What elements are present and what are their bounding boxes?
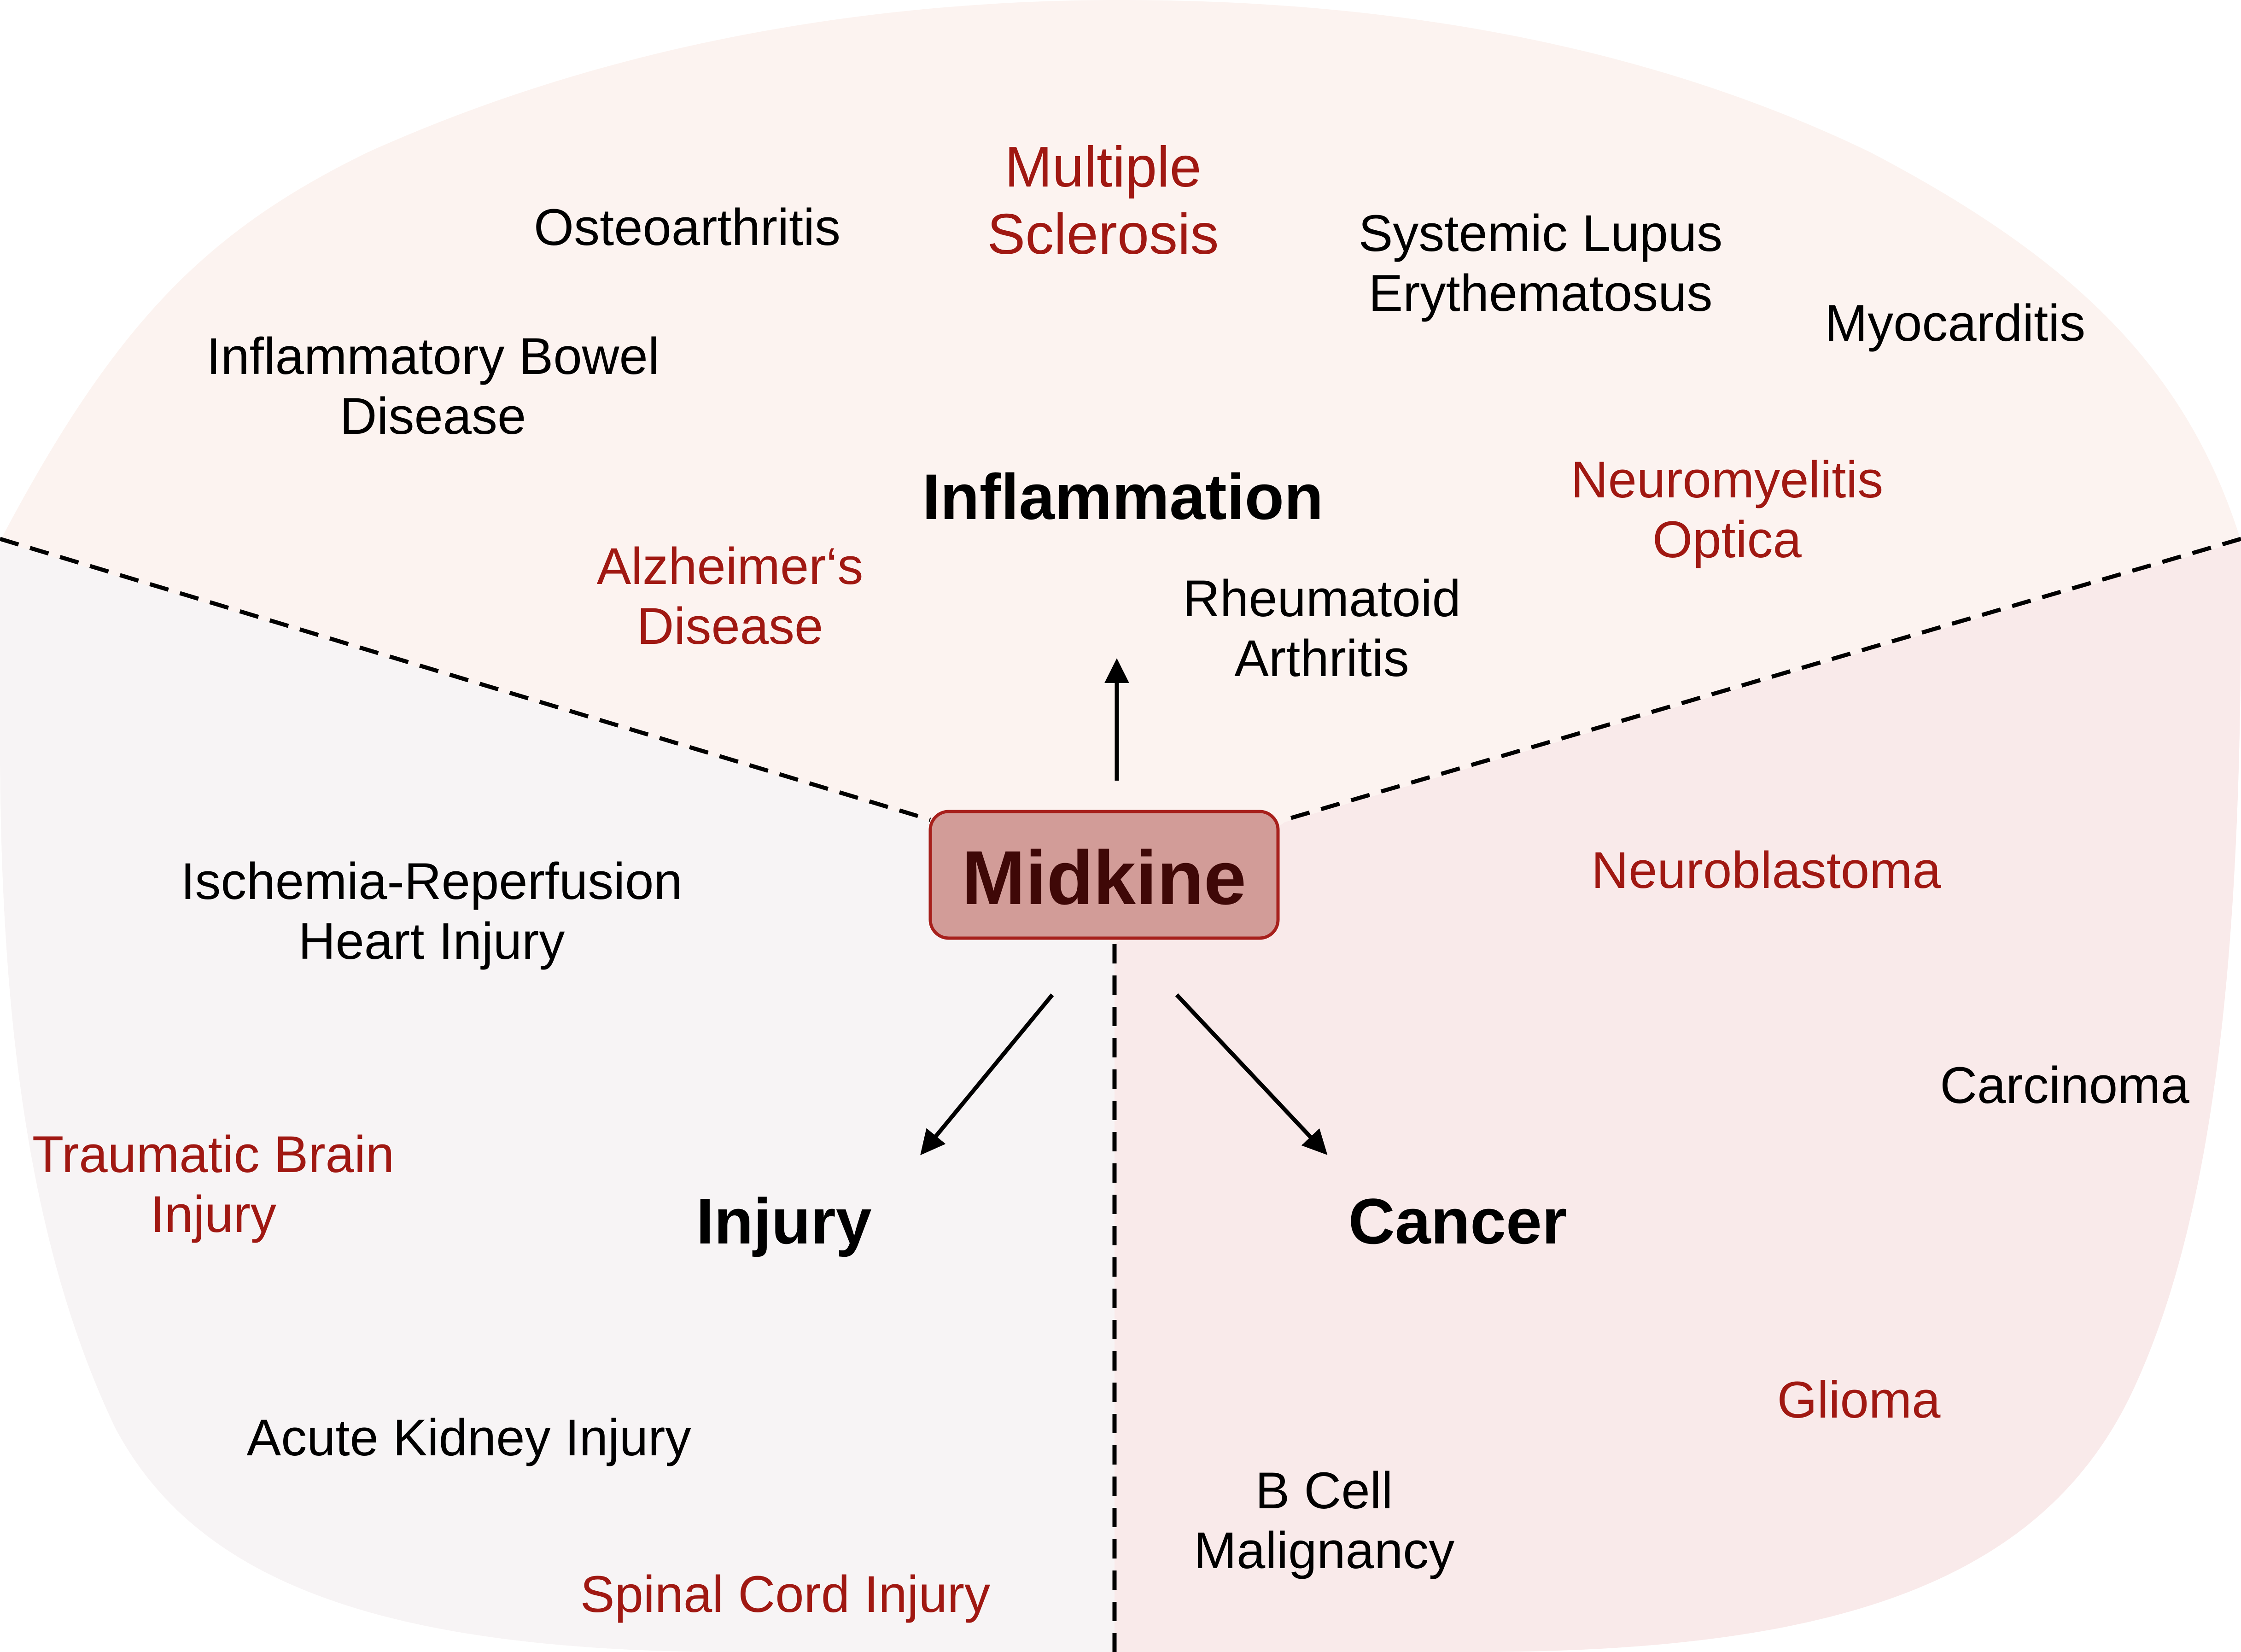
label-osteoarthritis-line: Osteoarthritis xyxy=(534,198,840,256)
label-traumatic-brain-line: Traumatic Brain xyxy=(32,1126,394,1183)
label-b-cell-line: Malignancy xyxy=(1194,1522,1455,1579)
label-b-cell-line: B Cell xyxy=(1255,1462,1393,1519)
category-cancer: Cancer xyxy=(1348,1185,1567,1257)
injury-region xyxy=(0,541,1115,1652)
arrow-to-cancer xyxy=(1175,993,1328,1155)
label-rheumatoid-line: Arthritis xyxy=(1234,630,1409,687)
label-neuromyelitis-line: Neuromyelitis xyxy=(1571,451,1883,508)
label-acute-kidney: Acute Kidney Injury xyxy=(247,1409,691,1466)
label-carcinoma-line: Carcinoma xyxy=(1940,1057,2189,1114)
label-alzheimers-line: Alzheimer‘s xyxy=(597,537,864,595)
label-neuroblastoma: Neuroblastoma xyxy=(1591,841,1941,899)
midkine-box xyxy=(928,810,1280,940)
label-myocarditis: Myocarditis xyxy=(1825,294,2085,352)
label-spinal-cord-line: Spinal Cord Injury xyxy=(580,1565,990,1623)
label-rheumatoid-line: Rheumatoid xyxy=(1183,570,1461,627)
label-spinal-cord: Spinal Cord Injury xyxy=(580,1565,990,1623)
label-neuromyelitis-line: Optica xyxy=(1652,511,1802,568)
label-ischemia-line: Ischemia-Reperfusion xyxy=(181,852,682,910)
label-systemic-lupus-line: Systemic Lupus xyxy=(1359,204,1723,262)
label-glioma: Glioma xyxy=(1777,1371,1941,1429)
cancer-region xyxy=(1115,541,2241,1652)
category-injury: Injury xyxy=(696,1185,871,1257)
midkine-label: Midkine xyxy=(962,835,1246,921)
divider-right xyxy=(1284,537,2241,822)
label-ischemia-line: Heart Injury xyxy=(298,912,565,970)
label-multiple-sclerosis-line: Sclerosis xyxy=(987,203,1219,266)
category-inflammation: Inflammation xyxy=(922,461,1323,533)
label-myocarditis-line: Myocarditis xyxy=(1825,294,2085,352)
label-acute-kidney-line: Acute Kidney Injury xyxy=(247,1409,691,1466)
label-osteoarthritis: Osteoarthritis xyxy=(534,198,840,256)
label-carcinoma: Carcinoma xyxy=(1940,1057,2189,1114)
label-neuroblastoma-line: Neuroblastoma xyxy=(1591,841,1941,899)
label-multiple-sclerosis-line: Multiple xyxy=(1004,135,1201,199)
divider-left xyxy=(0,537,931,822)
arrow-to-injury xyxy=(920,993,1054,1156)
label-traumatic-brain-line: Injury xyxy=(150,1185,276,1243)
label-glioma-line: Glioma xyxy=(1777,1371,1941,1429)
label-systemic-lupus-line: Erythematosus xyxy=(1369,264,1713,322)
label-inflammatory-bowel-line: Disease xyxy=(340,387,526,445)
label-inflammatory-bowel-line: Inflammatory Bowel xyxy=(206,327,659,385)
label-alzheimers-line: Disease xyxy=(637,597,823,655)
